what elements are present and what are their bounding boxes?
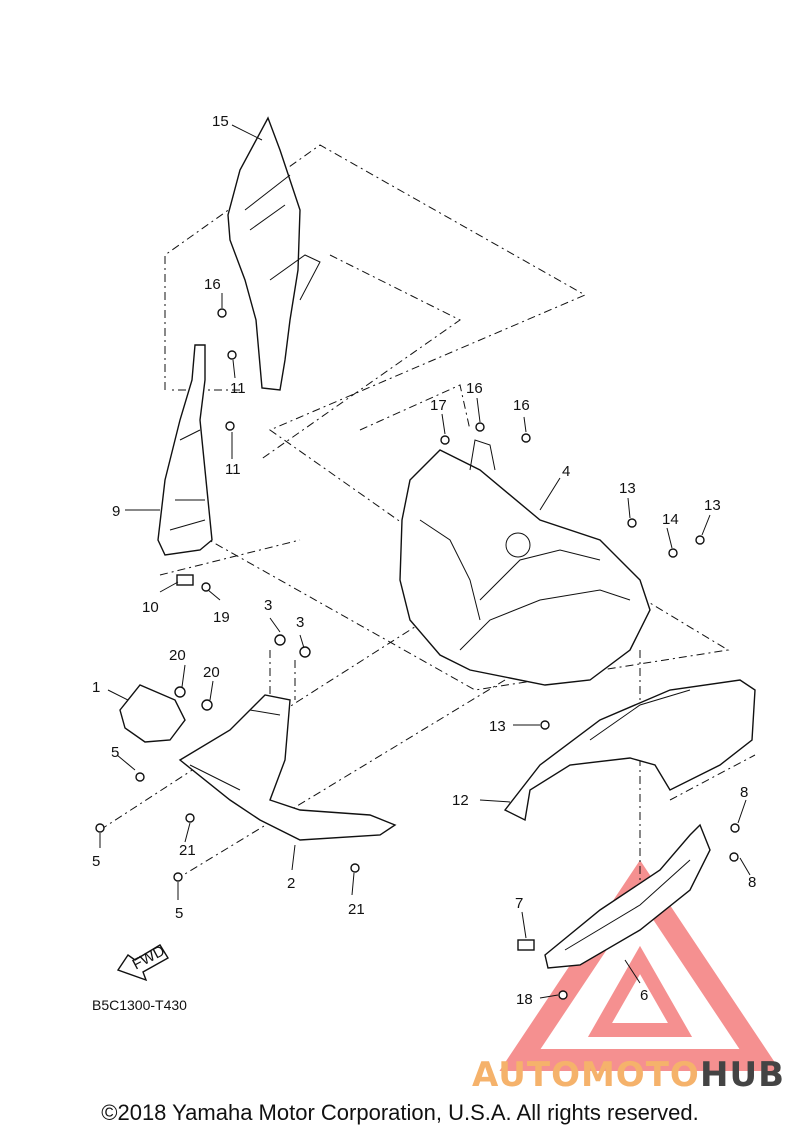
label-2: 2	[287, 875, 295, 892]
label-20b: 20	[203, 664, 220, 681]
side-cover-upper	[227, 116, 321, 391]
small-cover	[119, 684, 186, 743]
label-16a: 16	[204, 276, 221, 293]
label-16b: 16	[466, 380, 483, 397]
leader-lines	[99, 124, 751, 999]
label-6: 6	[640, 987, 648, 1004]
part-labels: 15 16 11 11 9 10 19 3 3 20 20 1 5 5 21 5…	[92, 113, 756, 1008]
reference-code: B5C1300-T430	[92, 997, 187, 1013]
label-14: 14	[662, 511, 679, 528]
label-19: 19	[213, 609, 230, 626]
logo-part1: AUTOMOTO	[472, 1055, 700, 1095]
label-3b: 3	[296, 614, 304, 631]
label-8a: 8	[740, 784, 748, 801]
watermark-logo	[499, 860, 781, 1071]
label-10: 10	[142, 599, 159, 616]
label-3a: 3	[264, 597, 272, 614]
label-21a: 21	[179, 842, 196, 859]
side-cover-lower	[544, 823, 711, 969]
label-16c: 16	[513, 397, 530, 414]
label-15: 15	[212, 113, 229, 130]
label-13b: 13	[704, 497, 721, 514]
label-1: 1	[92, 679, 100, 696]
label-11a: 11	[230, 380, 246, 397]
fwd-arrow	[116, 944, 169, 982]
label-13c: 13	[489, 718, 506, 735]
front-cowling	[503, 679, 756, 822]
lower-bracket	[178, 694, 397, 841]
label-8b: 8	[748, 874, 756, 891]
label-5c: 5	[175, 905, 183, 922]
label-11b: 11	[225, 461, 241, 478]
label-9: 9	[112, 503, 120, 520]
label-21b: 21	[348, 901, 365, 918]
label-18: 18	[516, 991, 533, 1008]
label-5b: 5	[92, 853, 100, 870]
label-17: 17	[430, 397, 447, 414]
label-7: 7	[515, 895, 523, 912]
alignment-lines	[99, 144, 756, 900]
copyright-notice: ©2018 Yamaha Motor Corporation, U.S.A. A…	[101, 1100, 699, 1125]
side-bracket	[157, 344, 213, 556]
label-4: 4	[562, 463, 570, 480]
fasteners	[95, 308, 740, 1000]
label-5a: 5	[111, 744, 119, 761]
headlight-assembly	[399, 439, 651, 686]
label-20a: 20	[169, 647, 186, 664]
logo-part2: HUB	[700, 1055, 785, 1095]
label-13a: 13	[619, 480, 636, 497]
watermark-wordmark: AUTOMOTO HUB	[472, 1055, 785, 1095]
label-12: 12	[452, 792, 469, 809]
